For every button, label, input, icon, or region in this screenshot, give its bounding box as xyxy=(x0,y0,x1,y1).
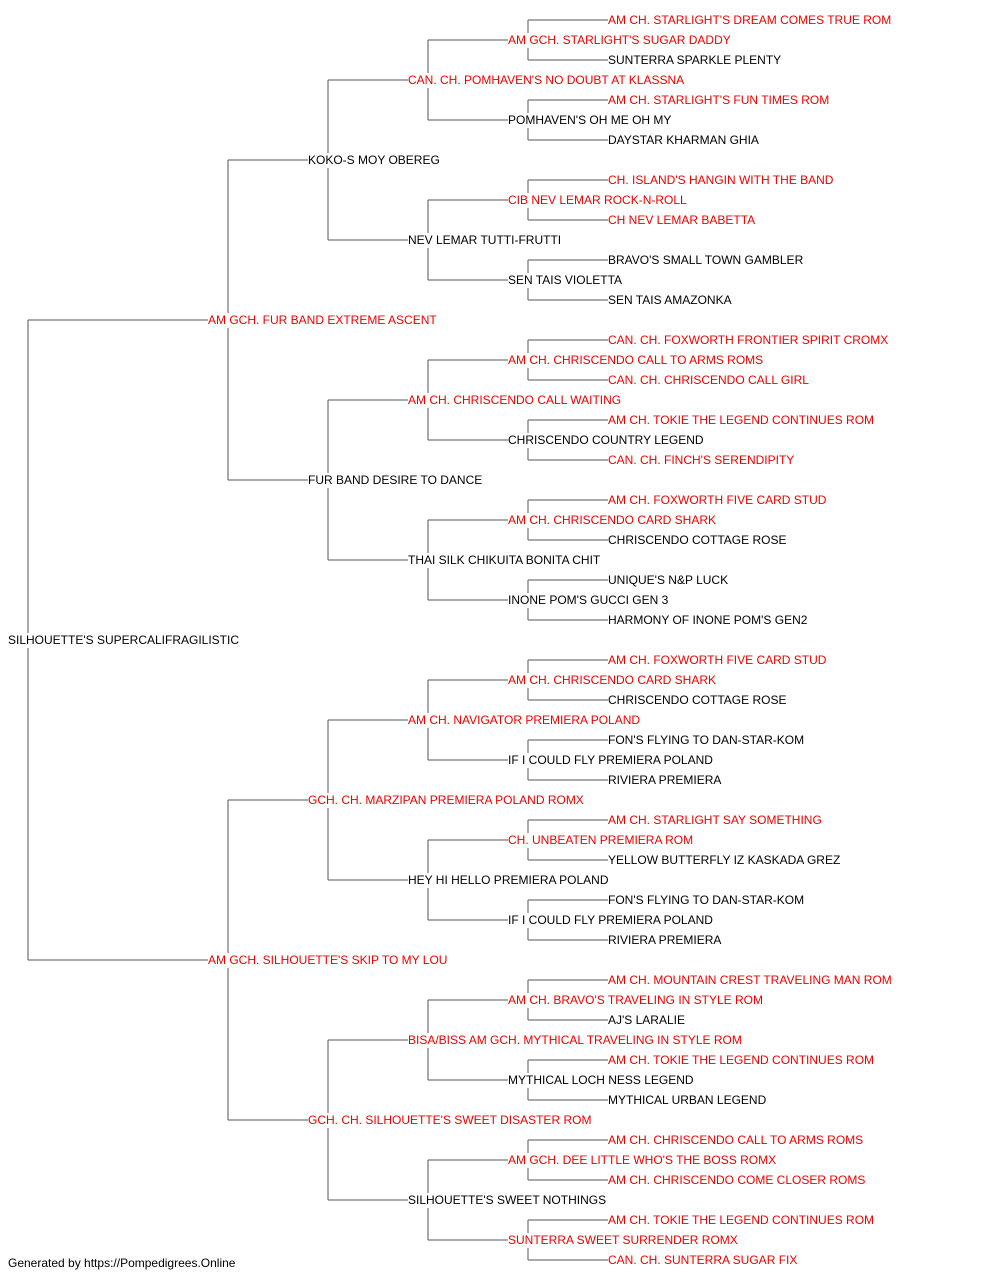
ancestor-name: CAN. CH. CHRISCENDO CALL GIRL xyxy=(608,373,809,387)
ancestor-name: FON'S FLYING TO DAN-STAR-KOM xyxy=(608,733,804,747)
ancestor-name: CHRISCENDO COTTAGE ROSE xyxy=(608,533,786,547)
ancestor-name: AM CH. CHRISCENDO CALL WAITING xyxy=(408,393,621,407)
ancestor-name: THAI SILK CHIKUITA BONITA CHIT xyxy=(408,553,601,567)
ancestor-name: NEV LEMAR TUTTI-FRUTTI xyxy=(408,233,561,247)
ancestor-name: SILHOUETTE'S SWEET NOTHINGS xyxy=(408,1193,606,1207)
ancestor-name: AM CH. CHRISCENDO COME CLOSER ROMS xyxy=(608,1173,865,1187)
ancestor-name: IF I COULD FLY PREMIERA POLAND xyxy=(508,913,713,927)
ancestor-name: RIVIERA PREMIERA xyxy=(608,933,721,947)
ancestor-name: AM CH. TOKIE THE LEGEND CONTINUES ROM xyxy=(608,1213,874,1227)
ancestor-name: AM CH. TOKIE THE LEGEND CONTINUES ROM xyxy=(608,1053,874,1067)
ancestor-name: MYTHICAL LOCH NESS LEGEND xyxy=(508,1073,694,1087)
ancestor-name: UNIQUE'S N&P LUCK xyxy=(608,573,728,587)
ancestor-name: GCH. CH. MARZIPAN PREMIERA POLAND ROMX xyxy=(308,793,584,807)
ancestor-name: CAN. CH. FINCH'S SERENDIPITY xyxy=(608,453,794,467)
ancestor-name: AM CH. BRAVO'S TRAVELING IN STYLE ROM xyxy=(508,993,763,1007)
ancestor-name: SUNTERRA SPARKLE PLENTY xyxy=(608,53,781,67)
ancestor-name: AM CH. CHRISCENDO CARD SHARK xyxy=(508,673,716,687)
ancestor-name: IF I COULD FLY PREMIERA POLAND xyxy=(508,753,713,767)
ancestor-name: CH. ISLAND'S HANGIN WITH THE BAND xyxy=(608,173,834,187)
ancestor-name: CHRISCENDO COTTAGE ROSE xyxy=(608,693,786,707)
ancestor-name: INONE POM'S GUCCI GEN 3 xyxy=(508,593,669,607)
ancestor-name: CAN. CH. SUNTERRA SUGAR FIX xyxy=(608,1253,797,1267)
ancestor-name: CHRISCENDO COUNTRY LEGEND xyxy=(508,433,704,447)
ancestor-name: DAYSTAR KHARMAN GHIA xyxy=(608,133,759,147)
ancestor-name: KOKO-S MOY OBEREG xyxy=(308,153,440,167)
ancestor-name: AM CH. CHRISCENDO CALL TO ARMS ROMS xyxy=(508,353,763,367)
ancestor-name: AM CH. MOUNTAIN CREST TRAVELING MAN ROM xyxy=(608,973,892,987)
ancestor-name: AM CH. FOXWORTH FIVE CARD STUD xyxy=(608,493,827,507)
ancestor-name: AM CH. STARLIGHT'S DREAM COMES TRUE ROM xyxy=(608,13,891,27)
ancestor-name: HARMONY OF INONE POM'S GEN2 xyxy=(608,613,808,627)
ancestor-name: AM CH. STARLIGHT SAY SOMETHING xyxy=(608,813,822,827)
ancestor-name: AM CH. CHRISCENDO CALL TO ARMS ROMS xyxy=(608,1133,863,1147)
ancestor-name: CAN. CH. POMHAVEN'S NO DOUBT AT KLASSNA xyxy=(408,73,684,87)
ancestor-name: AM CH. CHRISCENDO CARD SHARK xyxy=(508,513,716,527)
ancestor-name: CH. UNBEATEN PREMIERA ROM xyxy=(508,833,693,847)
ancestor-name: POMHAVEN'S OH ME OH MY xyxy=(508,113,671,127)
ancestor-name: CH NEV LEMAR BABETTA xyxy=(608,213,755,227)
ancestor-name: SEN TAIS VIOLETTA xyxy=(508,273,622,287)
ancestor-name: FUR BAND DESIRE TO DANCE xyxy=(308,473,482,487)
ancestor-name: AJ'S LARALIE xyxy=(608,1013,685,1027)
ancestor-name: YELLOW BUTTERFLY IZ KASKADA GREZ xyxy=(608,853,840,867)
ancestor-name: AM GCH. SILHOUETTE'S SKIP TO MY LOU xyxy=(208,953,447,967)
ancestor-name: AM GCH. FUR BAND EXTREME ASCENT xyxy=(208,313,437,327)
ancestor-name: SEN TAIS AMAZONKA xyxy=(608,293,732,307)
ancestor-name: CAN. CH. FOXWORTH FRONTIER SPIRIT CROMX xyxy=(608,333,888,347)
ancestor-name: AM GCH. DEE LITTLE WHO'S THE BOSS ROMX xyxy=(508,1153,776,1167)
ancestor-name: CIB NEV LEMAR ROCK-N-ROLL xyxy=(508,193,687,207)
ancestor-name: AM CH. TOKIE THE LEGEND CONTINUES ROM xyxy=(608,413,874,427)
ancestor-name: HEY HI HELLO PREMIERA POLAND xyxy=(408,873,609,887)
footer-credit: Generated by https://Pompedigrees.Online xyxy=(8,1256,236,1270)
ancestor-name: SUNTERRA SWEET SURRENDER ROMX xyxy=(508,1233,738,1247)
ancestor-name: BISA/BISS AM GCH. MYTHICAL TRAVELING IN … xyxy=(408,1033,742,1047)
ancestor-name: GCH. CH. SILHOUETTE'S SWEET DISASTER ROM xyxy=(308,1113,591,1127)
ancestor-name: AM CH. NAVIGATOR PREMIERA POLAND xyxy=(408,713,640,727)
ancestor-name: BRAVO'S SMALL TOWN GAMBLER xyxy=(608,253,804,267)
ancestor-name: AM CH. STARLIGHT'S FUN TIMES ROM xyxy=(608,93,829,107)
ancestor-name: AM GCH. STARLIGHT'S SUGAR DADDY xyxy=(508,33,731,47)
ancestor-name: AM CH. FOXWORTH FIVE CARD STUD xyxy=(608,653,827,667)
ancestor-name: RIVIERA PREMIERA xyxy=(608,773,721,787)
ancestor-name: MYTHICAL URBAN LEGEND xyxy=(608,1093,767,1107)
ancestor-name: FON'S FLYING TO DAN-STAR-KOM xyxy=(608,893,804,907)
subject-dog-name: SILHOUETTE'S SUPERCALIFRAGILISTIC xyxy=(8,633,239,647)
